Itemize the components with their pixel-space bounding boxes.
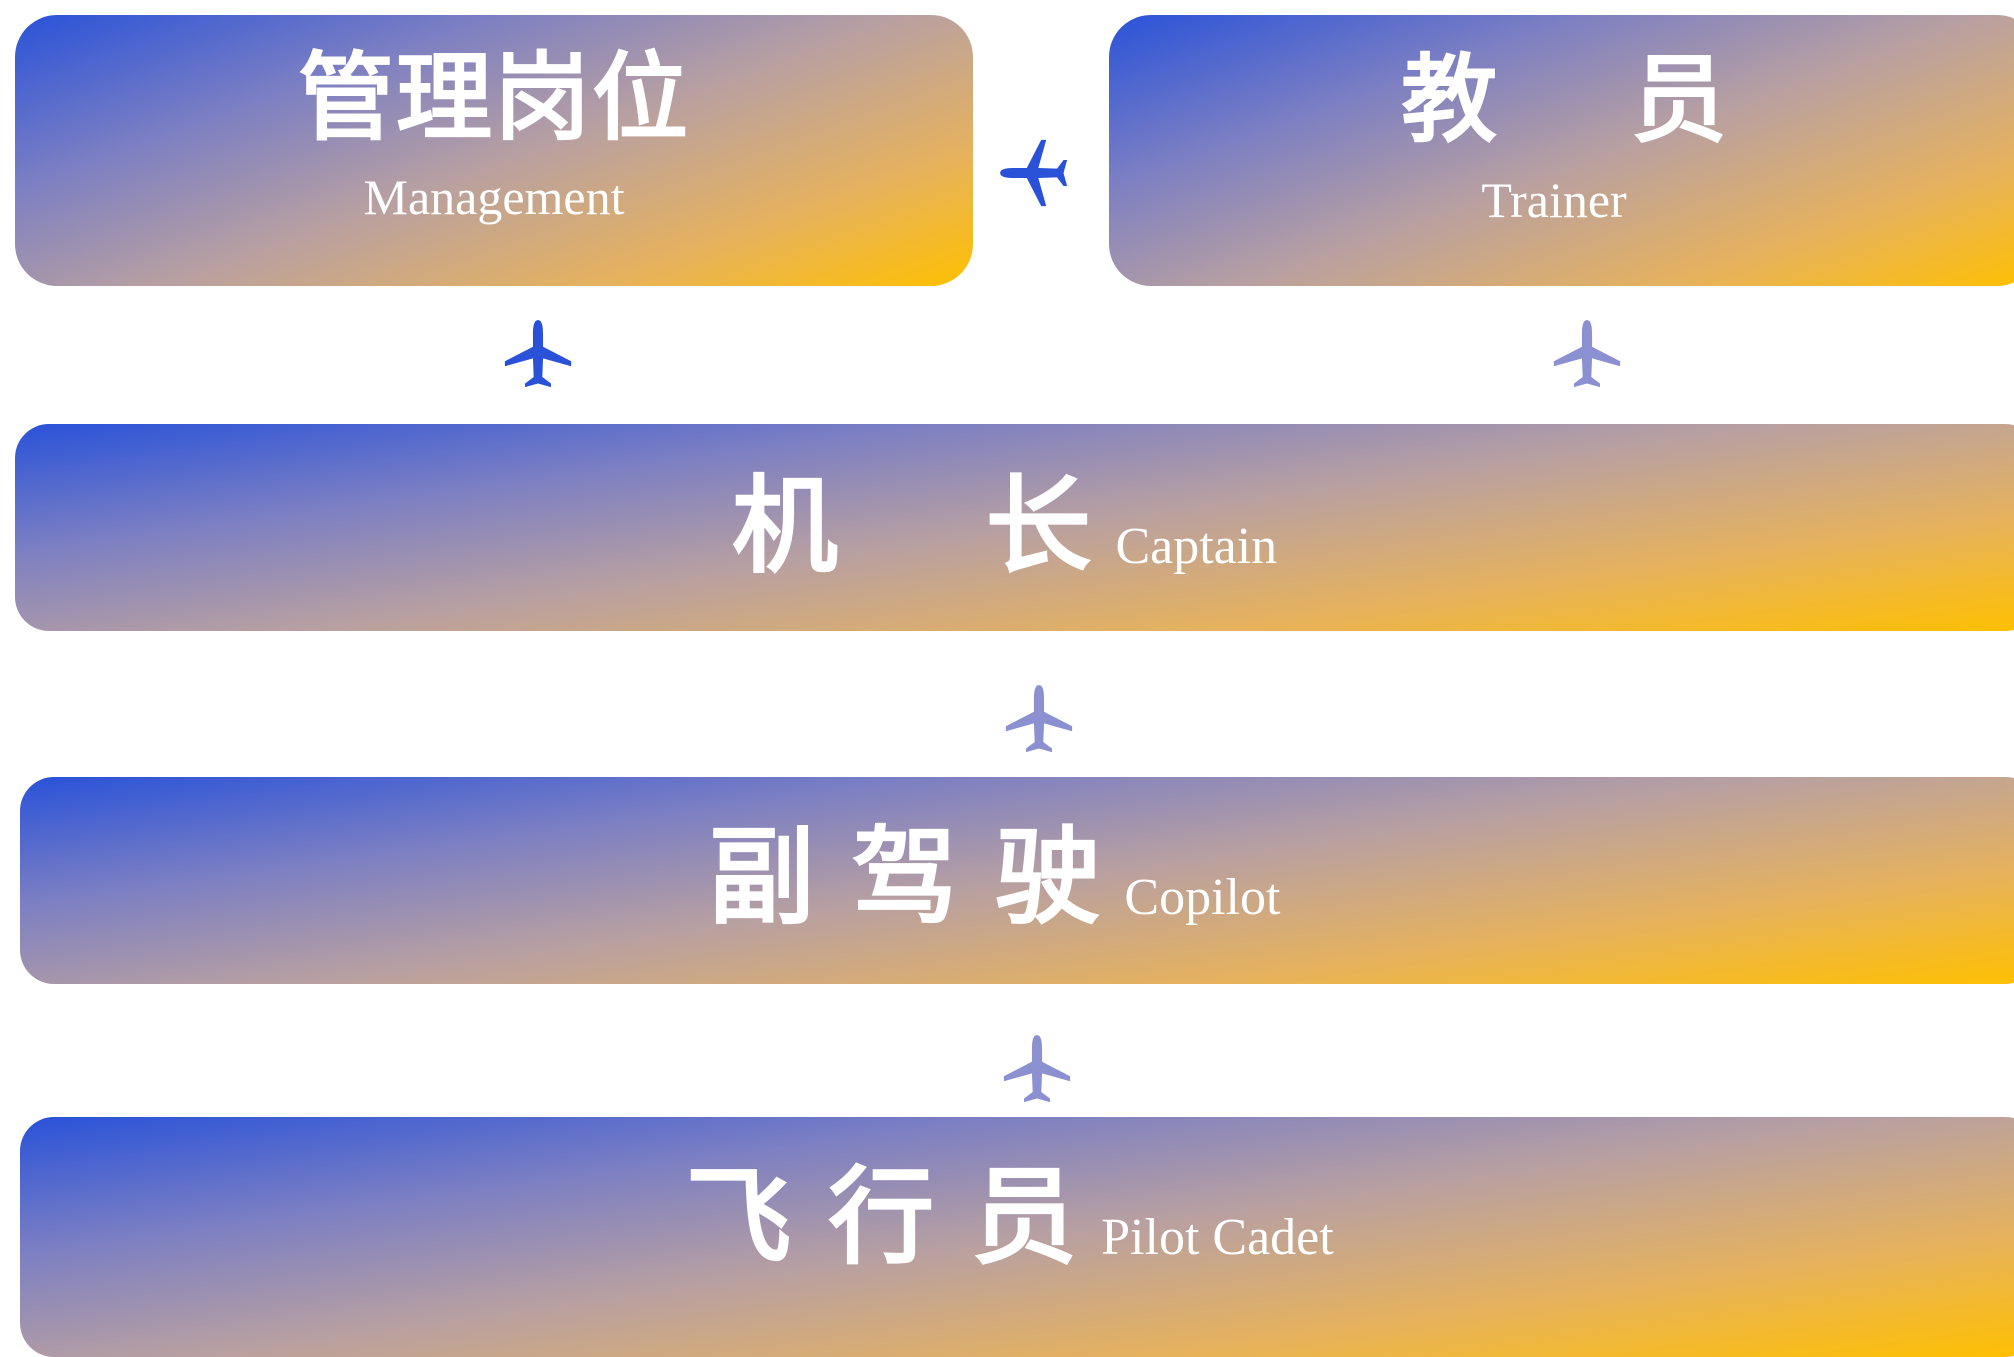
captain-label: 机 长 Captain [15,462,2014,592]
airplane-left-icon [998,137,1070,209]
copilot-label: 副 驾 驶 Copilot [20,813,2014,943]
management-title: 管理岗位 [298,42,690,154]
pilot-cadet-box: 飞 行 员 Pilot Cadet [20,1117,2014,1357]
copilot-subtitle: Copilot [1124,869,1281,926]
captain-title: 机 长 [731,465,1092,588]
copilot-box: 副 驾 驶 Copilot [20,777,2014,984]
captain-box: 机 长 Captain [15,424,2014,631]
captain-subtitle: Captain [1115,518,1278,575]
pilot-cadet-label: 飞 行 员 Pilot Cadet [20,1153,2014,1283]
trainer-title: 教 员 [1401,44,1727,156]
copilot-title: 副 驾 驶 [708,816,1101,939]
trainer-box: 教 员 Trainer [1109,15,2014,286]
airplane-up-icon [1001,1033,1073,1105]
airplane-up-icon [502,318,574,390]
management-box: 管理岗位 Management [15,15,973,286]
trainer-subtitle: Trainer [1481,172,1627,228]
career-path-diagram: { "colors": { "gradient_start": "#2952d9… [15,15,2014,1357]
airplane-up-icon [1551,318,1623,390]
management-subtitle: Management [363,169,625,225]
pilot-cadet-title: 飞 行 员 [685,1156,1078,1279]
airplane-up-icon [1003,683,1075,755]
pilot-cadet-subtitle: Pilot Cadet [1101,1209,1334,1266]
